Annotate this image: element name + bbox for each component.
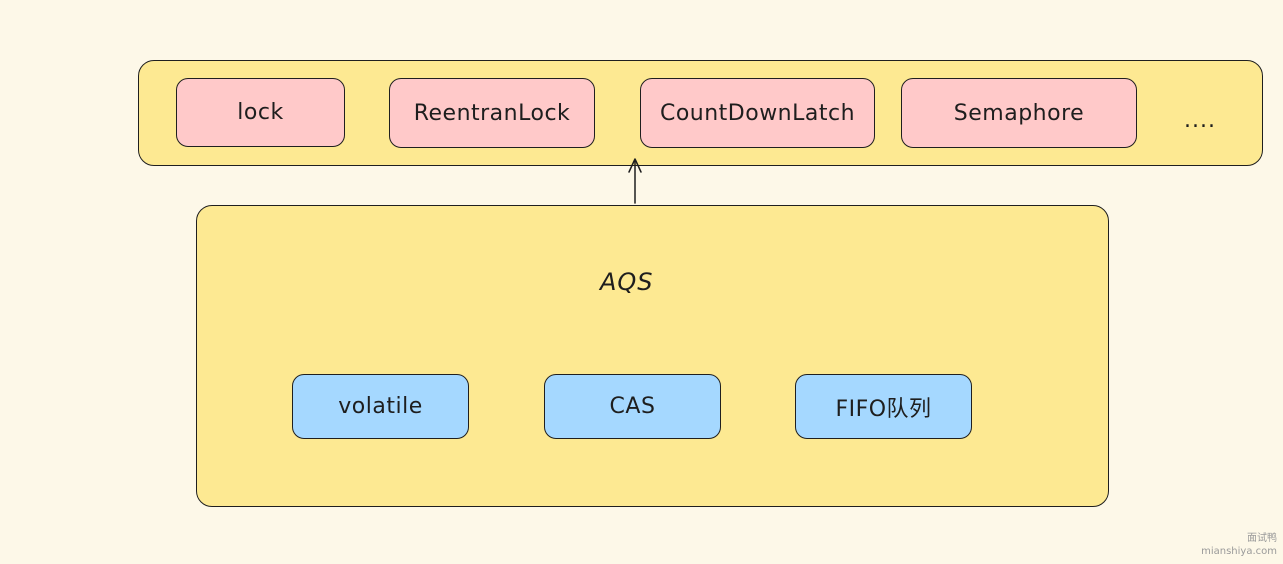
volatile-box: volatile: [292, 374, 469, 439]
watermark-url: mianshiya.com: [1201, 546, 1277, 557]
reentranlock-box: ReentranLock: [389, 78, 595, 148]
watermark: 面试鸭 mianshiya.com: [1201, 532, 1277, 558]
fifo-queue-label: FIFO队列: [835, 396, 932, 422]
lock-box: lock: [176, 78, 345, 147]
reentranlock-label: ReentranLock: [413, 100, 571, 126]
semaphore-label: Semaphore: [953, 100, 1085, 126]
volatile-label: volatile: [338, 394, 423, 419]
cas-label: CAS: [609, 394, 656, 419]
cas-box: CAS: [544, 374, 721, 439]
more-ellipsis: ....: [1184, 108, 1216, 133]
countdownlatch-box: CountDownLatch: [640, 78, 875, 148]
fifo-queue-box: FIFO队列: [795, 374, 972, 439]
aqs-title: AQS: [600, 268, 654, 296]
watermark-name: 面试鸭: [1247, 533, 1277, 544]
aqs-panel: [196, 205, 1109, 507]
countdownlatch-label: CountDownLatch: [659, 100, 856, 126]
lock-label: lock: [237, 100, 284, 125]
semaphore-box: Semaphore: [901, 78, 1137, 148]
